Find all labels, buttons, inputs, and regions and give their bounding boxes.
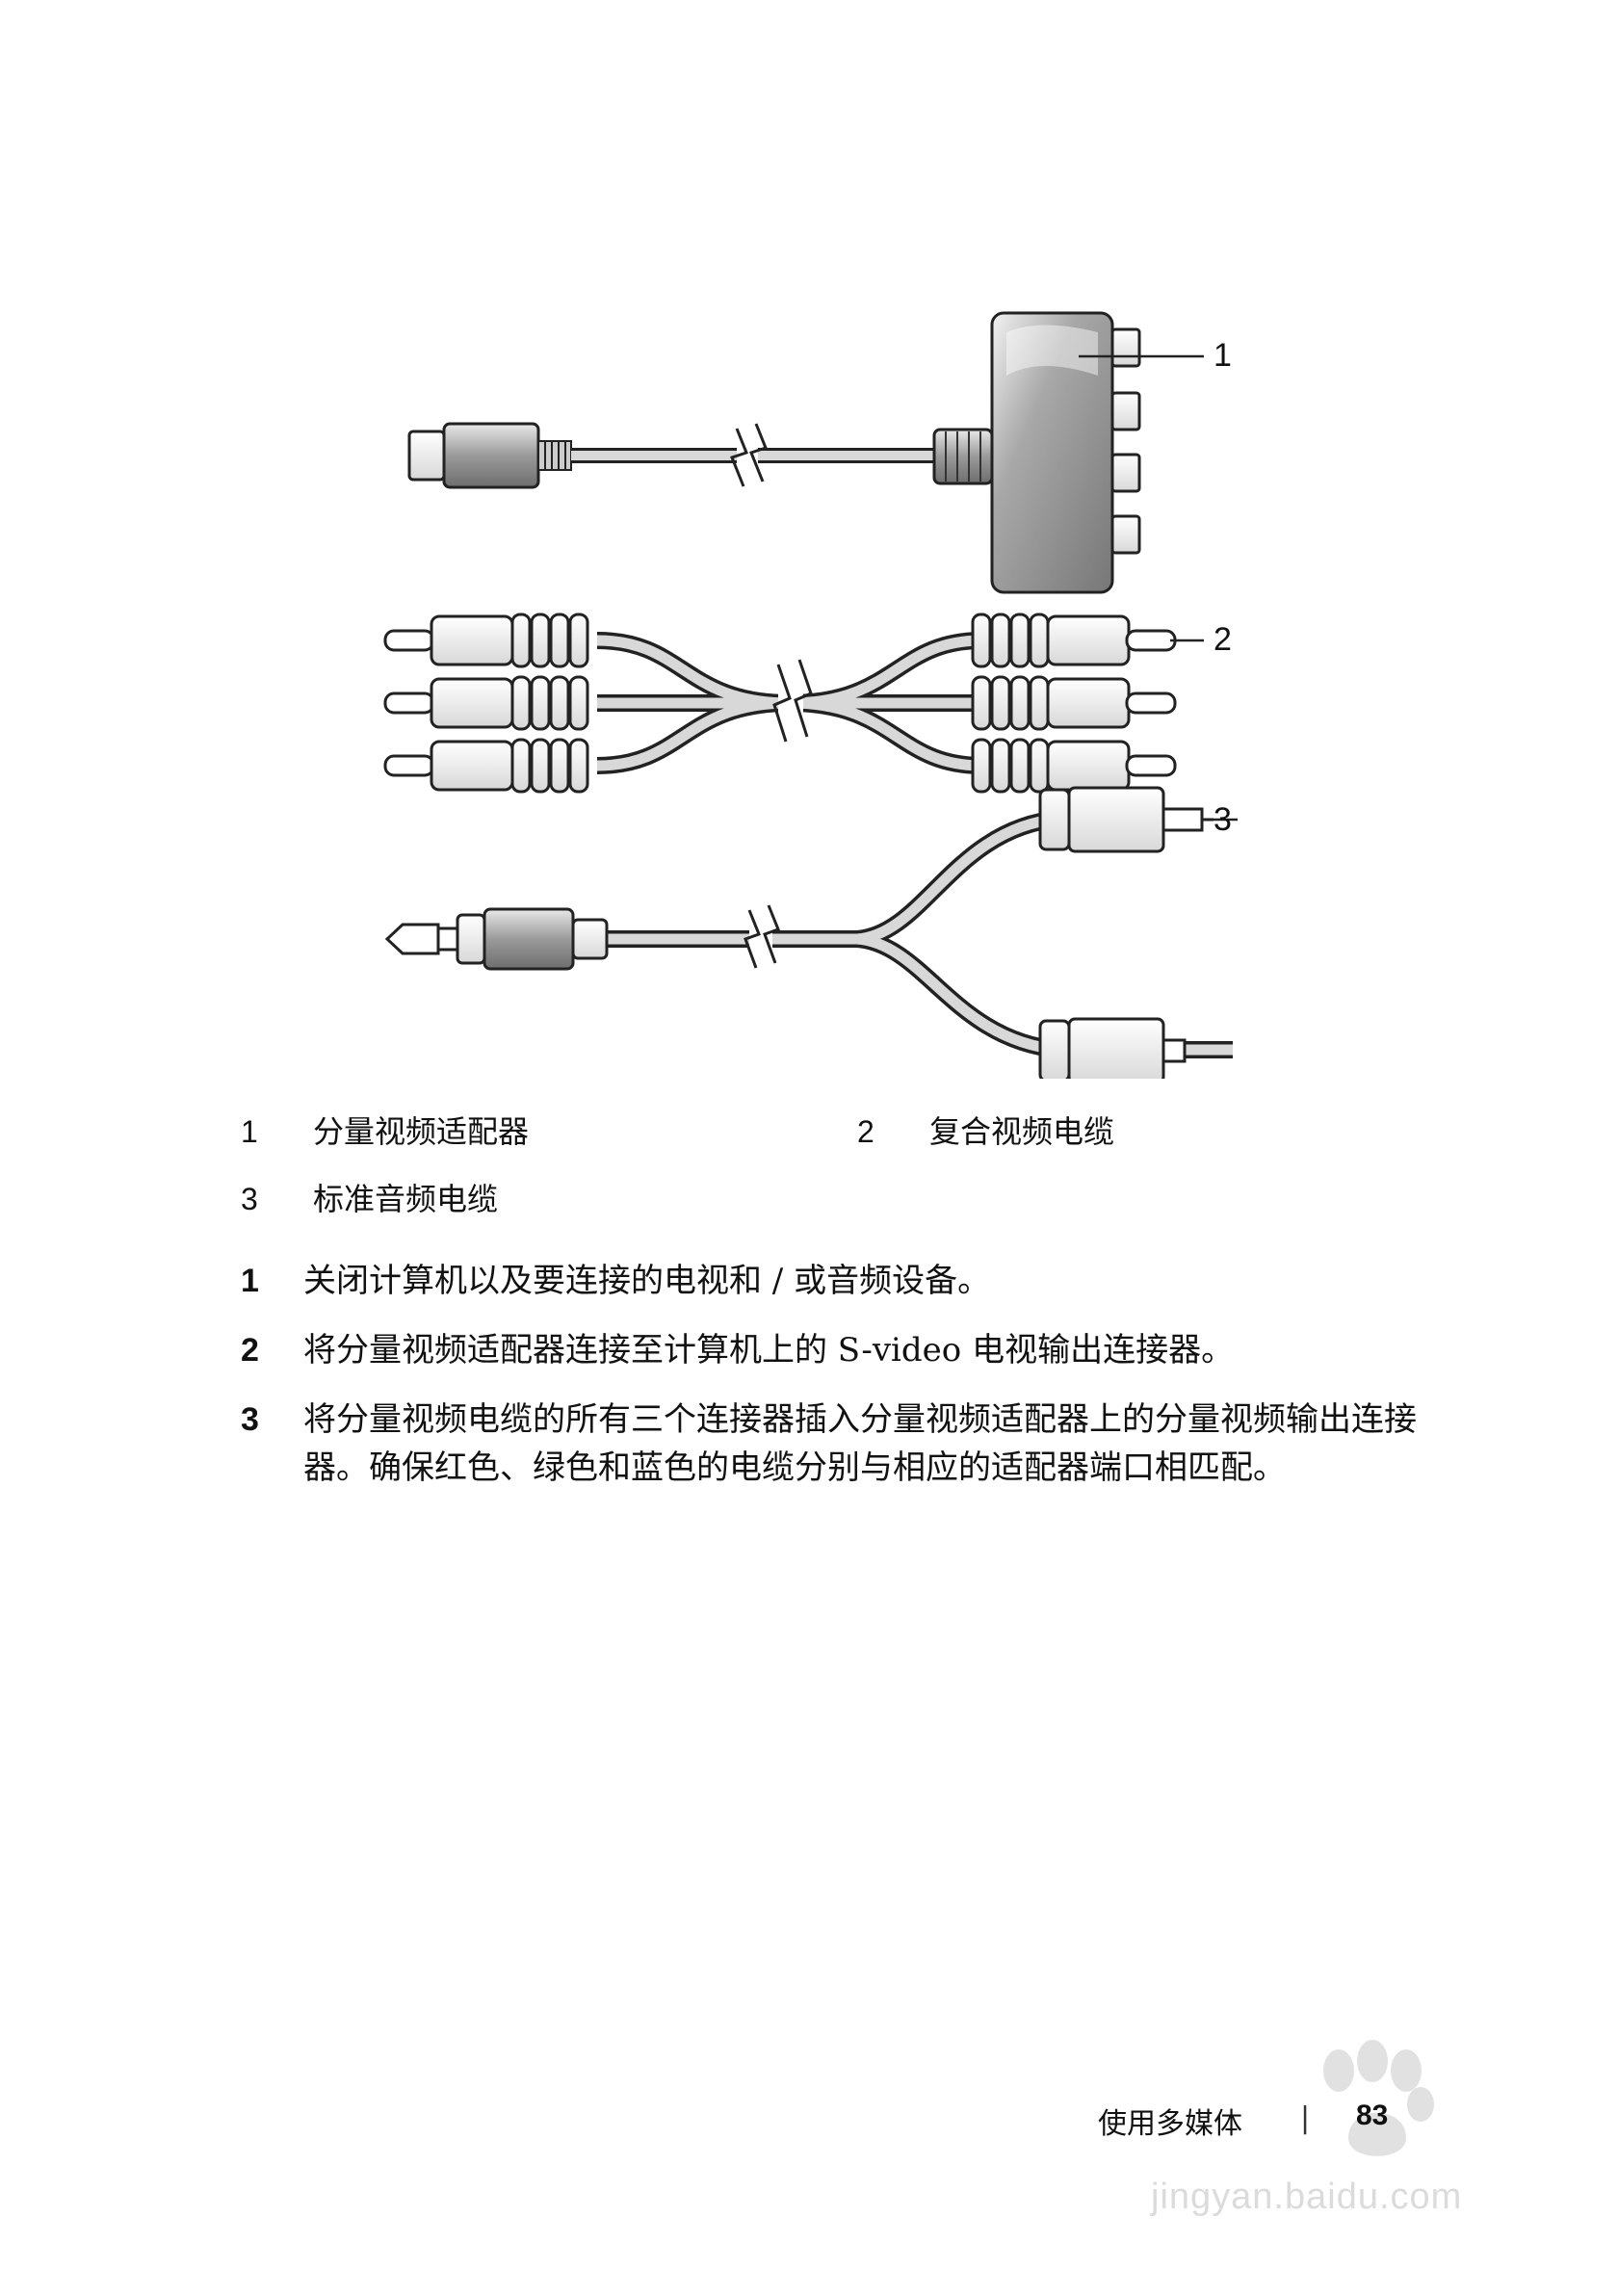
callout-3: 3 xyxy=(1214,801,1232,838)
cable-illustration: 1 2 3 xyxy=(366,289,1310,1079)
legend-label: 复合视频电缆 xyxy=(929,1113,1115,1150)
step-text: 将分量视频适配器连接至计算机上的 S-video 电视输出连接器。 xyxy=(303,1331,1235,1370)
step-number: 1 xyxy=(241,1263,259,1299)
step-item: 2 将分量视频适配器连接至计算机上的 S-video 电视输出连接器。 xyxy=(241,1326,1454,1374)
legend-number: 1 xyxy=(241,1114,258,1149)
instruction-steps: 1 关闭计算机以及要连接的电视和 / 或音频设备。 2 将分量视频适配器连接至计… xyxy=(241,1257,1454,1513)
legend-number: 3 xyxy=(241,1182,258,1216)
composite-video-cable xyxy=(383,613,1204,794)
footer-section-title: 使用多媒体 xyxy=(1098,2107,1242,2141)
step-item: 3 将分量视频电缆的所有三个连接器插入分量视频适配器上的分量视频输出连接器。确保… xyxy=(241,1396,1454,1492)
step-number: 3 xyxy=(241,1401,259,1438)
cables-drawing xyxy=(383,311,1238,1079)
legend-item: 2 复合视频电缆 xyxy=(857,1108,1114,1152)
legend-item: 3 标准音频电缆 xyxy=(241,1175,498,1219)
step-text: 将分量视频电缆的所有三个连接器插入分量视频适配器上的分量视频输出连接器。确保红色… xyxy=(303,1400,1417,1487)
callout-2: 2 xyxy=(1214,621,1232,658)
page-footer: 使用多媒体 | 83 xyxy=(1098,2100,1483,2157)
footer-separator: | xyxy=(1300,2101,1311,2135)
step-number: 2 xyxy=(241,1332,259,1369)
baidu-watermark: jingyan.baidu.com xyxy=(1132,2032,1536,2263)
step-text: 关闭计算机以及要连接的电视和 / 或音频设备。 xyxy=(303,1262,991,1300)
watermark-url: jingyan.baidu.com xyxy=(1151,2177,1463,2217)
standard-audio-cable xyxy=(384,786,1238,1079)
legend-item: 1 分量视频适配器 xyxy=(241,1108,529,1152)
baidu-paw-icon xyxy=(1323,2040,1434,2156)
callout-1: 1 xyxy=(1214,337,1232,374)
component-adapter xyxy=(407,311,1204,594)
legend-label: 标准音频电缆 xyxy=(313,1181,499,1217)
step-item: 1 关闭计算机以及要连接的电视和 / 或音频设备。 xyxy=(241,1257,1454,1305)
page-number: 83 xyxy=(1356,2100,1389,2131)
legend-number: 2 xyxy=(857,1114,874,1149)
legend-label: 分量视频适配器 xyxy=(313,1113,530,1150)
